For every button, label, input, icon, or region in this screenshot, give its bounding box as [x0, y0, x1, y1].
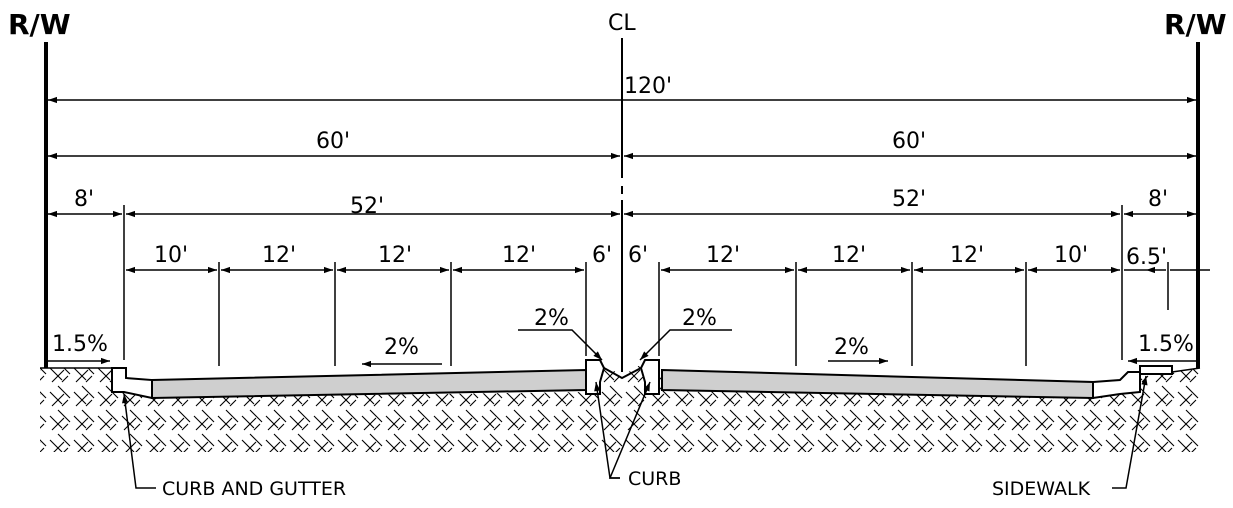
callout-curb-and-gutter: CURB AND GUTTER [162, 478, 346, 500]
slope-arrow-median-left [518, 329, 603, 361]
dim-60-right: 60' [892, 129, 926, 154]
dim-60-left: 60' [316, 129, 350, 154]
dim-median-l: 6' [592, 243, 612, 268]
dim-lane-l3: 12' [378, 243, 412, 268]
dim-lane-r3: 12' [950, 243, 984, 268]
dim-8-left: 8' [74, 187, 94, 212]
dim-lane-r4: 10' [1054, 243, 1088, 268]
dimension-lines [48, 96, 1210, 274]
dimension-ticks [123, 205, 1169, 366]
sidewalk-right [1139, 365, 1173, 375]
callout-leaders [122, 375, 1148, 489]
curb-and-gutter-left [111, 367, 153, 400]
slope-right-sidewalk: 1.5% [1138, 332, 1194, 357]
dim-lane-l4: 12' [502, 243, 536, 268]
rw-label-left: R/W [8, 8, 71, 41]
dim-lane-l2: 12' [262, 243, 296, 268]
slope-median-right: 2% [682, 306, 717, 331]
median-surface [603, 367, 642, 380]
slope-left-sidewalk: 1.5% [52, 332, 108, 357]
slope-left-pavement: 2% [384, 335, 419, 360]
dim-median-r: 6' [628, 243, 648, 268]
centerline-label: CL [608, 11, 636, 36]
leader-curb-b [608, 381, 651, 479]
dim-lane-l1: 10' [154, 243, 188, 268]
leader-curb-and-gutter [122, 393, 156, 489]
dim-lane-r2: 12' [832, 243, 866, 268]
dim-52-left: 52' [350, 194, 384, 219]
rw-label-right: R/W [1164, 8, 1227, 41]
slope-arrows [46, 329, 1196, 368]
callout-sidewalk: SIDEWALK [992, 478, 1091, 500]
callout-curb: CURB [628, 468, 681, 490]
dim-lane-r1: 12' [706, 243, 740, 268]
slope-arrow-median-right [639, 329, 732, 361]
dim-52-right: 52' [892, 187, 926, 212]
leader-sidewalk [1112, 375, 1148, 489]
slope-median-left: 2% [534, 306, 569, 331]
ground-soil [40, 362, 1201, 452]
dim-120: 120' [624, 74, 672, 99]
slope-right-pavement: 2% [834, 335, 869, 360]
curb-and-gutter-right [1092, 371, 1141, 400]
dim-8-right: 8' [1148, 187, 1168, 212]
dim-sidewalk-offset: 6.5' [1126, 245, 1167, 270]
